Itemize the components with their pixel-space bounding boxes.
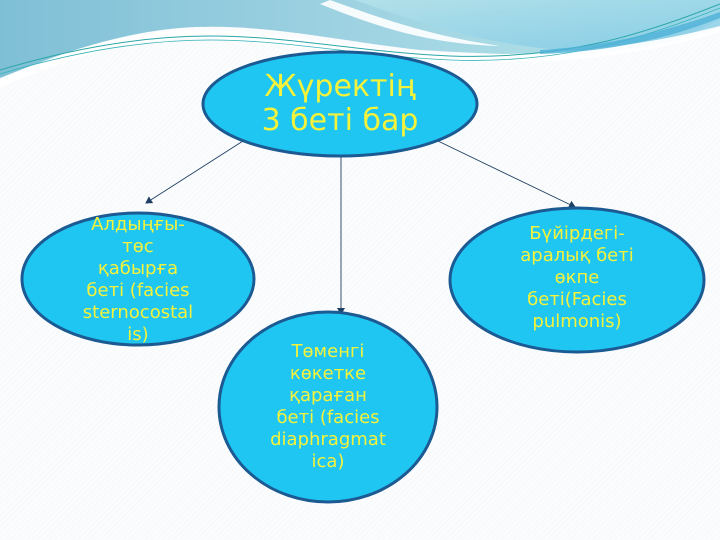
left-ellipse: [20, 211, 256, 347]
connector-left: [145, 140, 244, 204]
right-ellipse: [448, 206, 706, 354]
connector-right: [437, 140, 576, 208]
root-ellipse: [201, 50, 479, 158]
bottom-ellipse: [217, 310, 439, 504]
